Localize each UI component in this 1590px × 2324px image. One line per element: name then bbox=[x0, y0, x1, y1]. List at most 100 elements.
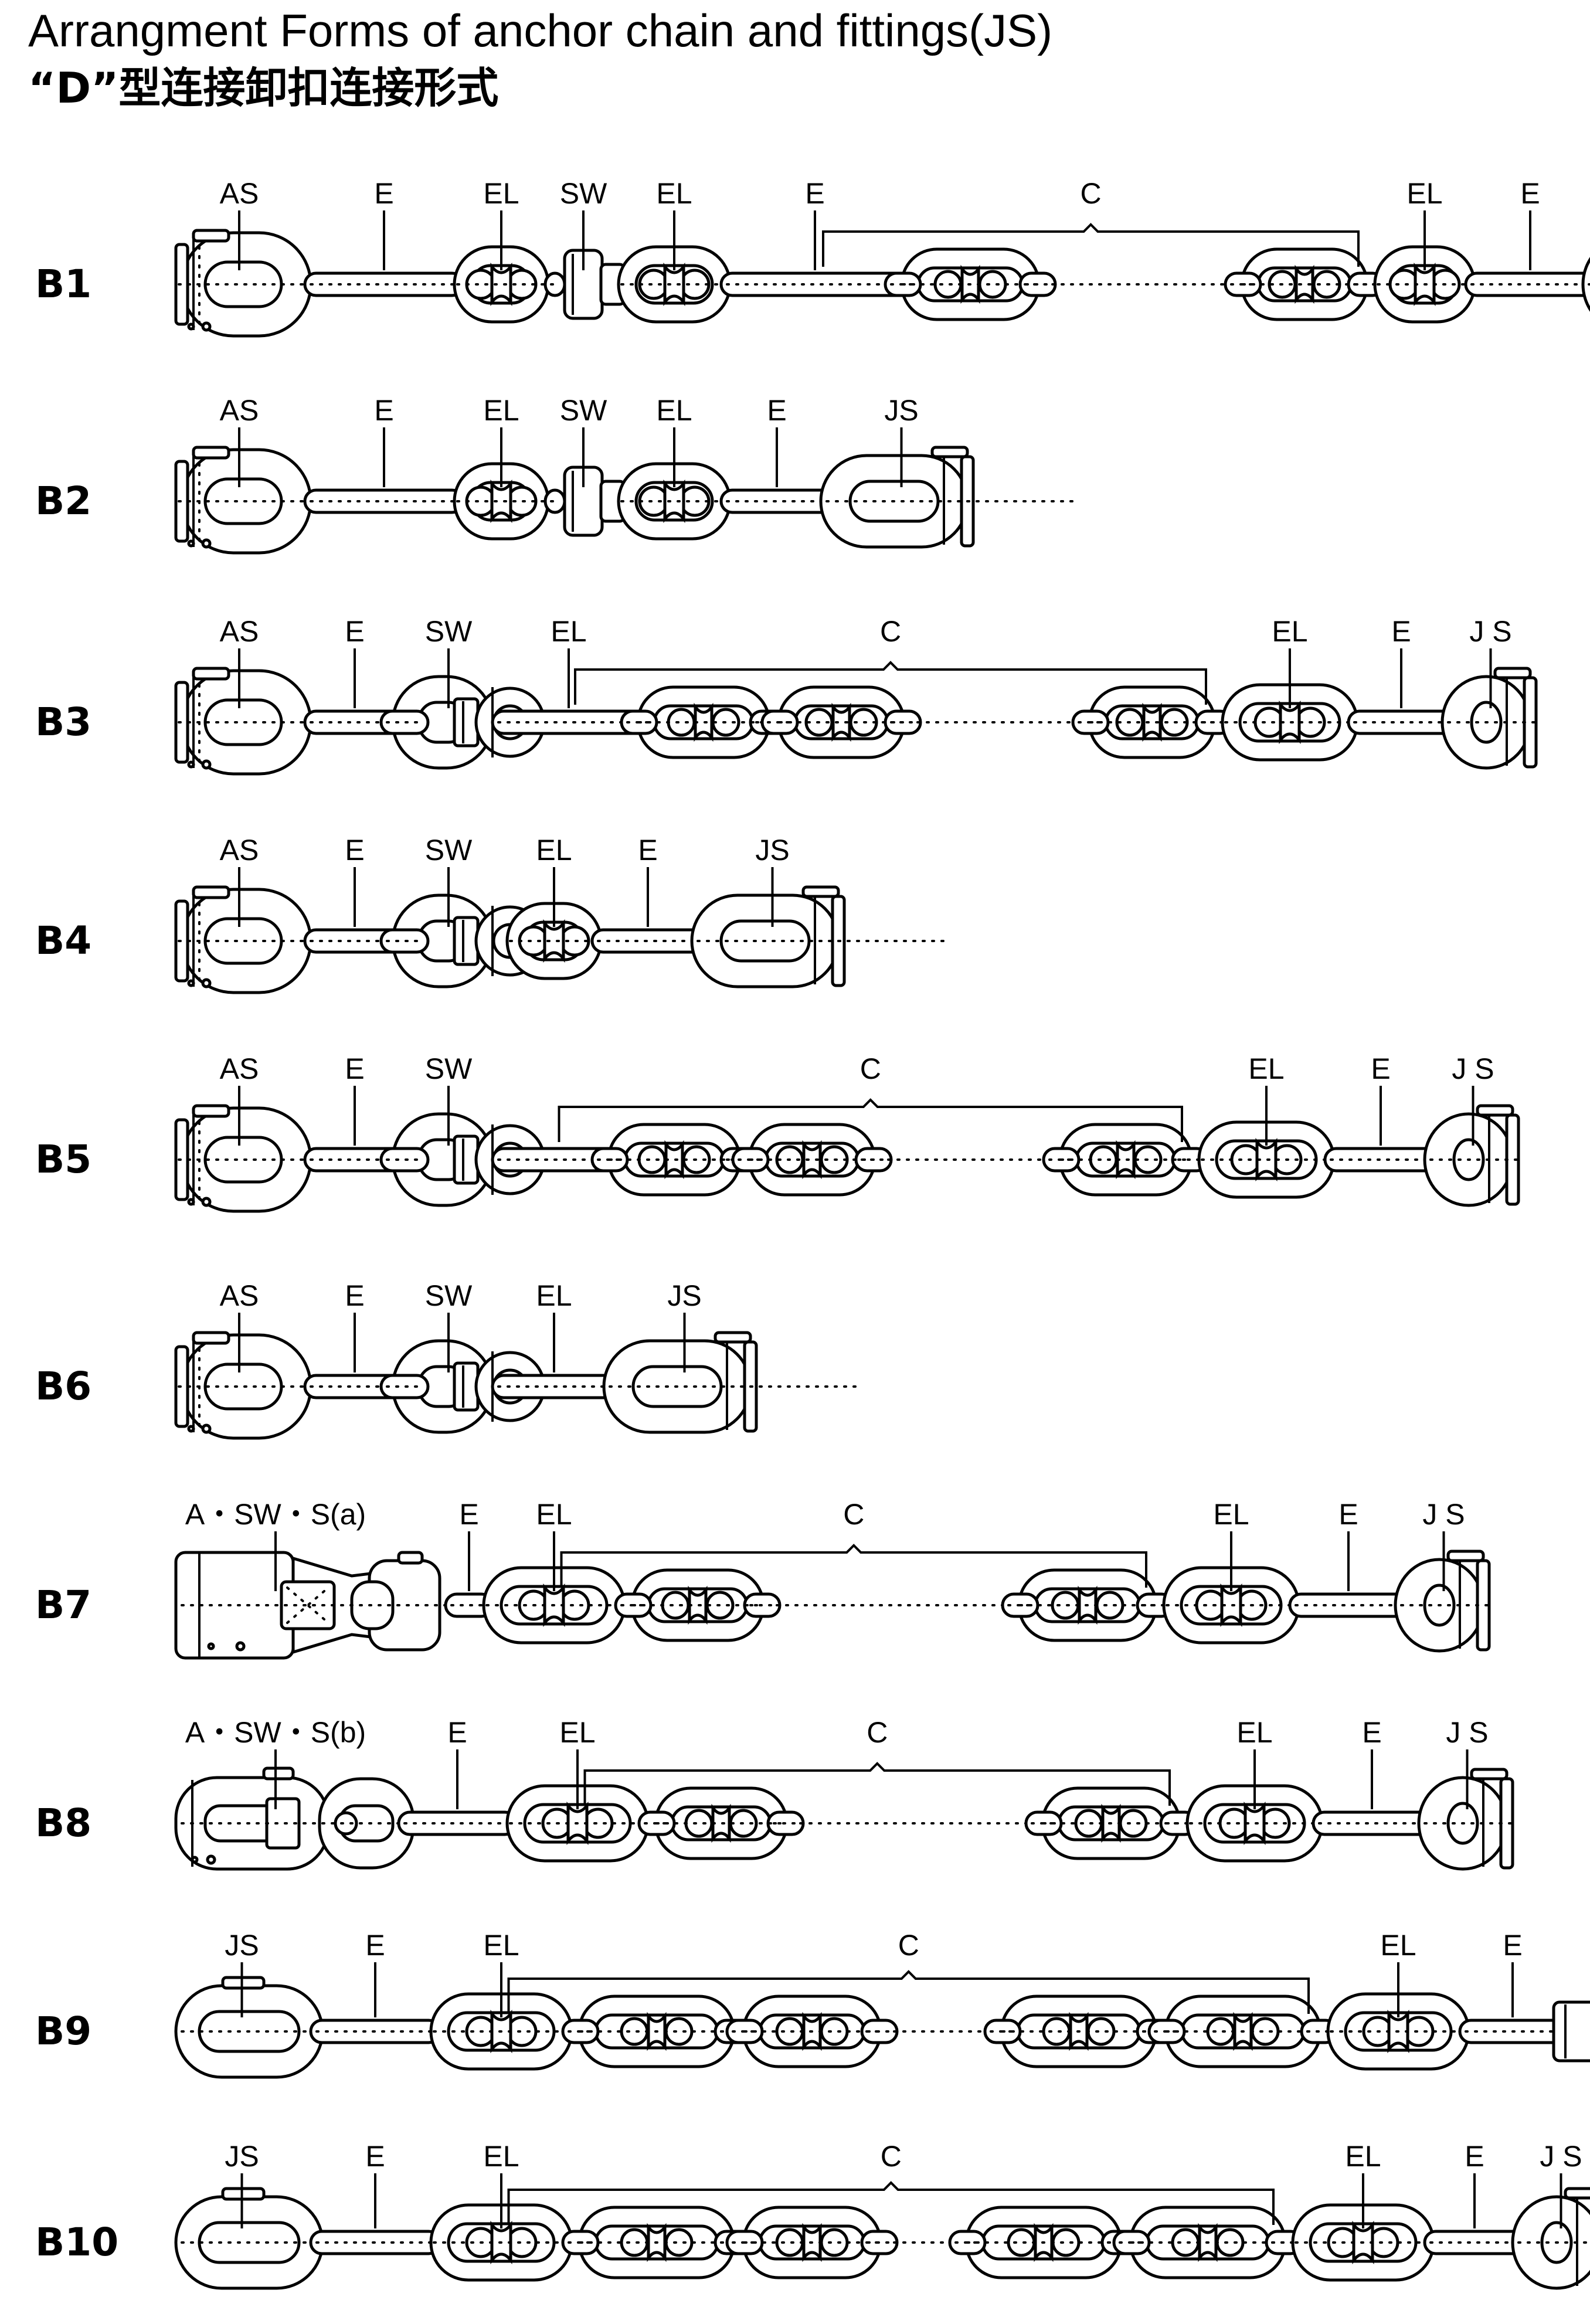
part-label: EL bbox=[1248, 1052, 1284, 1085]
part-e bbox=[309, 2230, 441, 2255]
part-label: EL bbox=[536, 834, 572, 867]
common-link-bracket bbox=[560, 1544, 1147, 1588]
bracket-label: C bbox=[881, 2140, 902, 2173]
part-label: SW bbox=[425, 1279, 473, 1312]
part-label: EL bbox=[1345, 2140, 1381, 2173]
part-label: EL bbox=[1406, 177, 1442, 210]
bracket-label: C bbox=[880, 615, 901, 648]
part-label: E bbox=[447, 1716, 467, 1749]
part-el bbox=[617, 245, 732, 324]
part-js bbox=[1511, 2187, 1590, 2290]
part-label: J S bbox=[1469, 615, 1511, 648]
part-label: A・SW・S(a) bbox=[185, 1498, 366, 1531]
part-label: JS bbox=[225, 1929, 259, 1962]
row-label: B9 bbox=[35, 2009, 91, 2054]
part-label: EL bbox=[483, 1929, 519, 1962]
part-label: J S bbox=[1540, 2140, 1582, 2173]
bracket-label: C bbox=[860, 1052, 881, 1085]
part-end bbox=[1552, 2000, 1590, 2063]
part-label: EL bbox=[1380, 1929, 1416, 1962]
part-label: AS bbox=[220, 615, 259, 648]
part-sws bbox=[543, 466, 626, 537]
part-js bbox=[602, 1331, 758, 1434]
row-label: B2 bbox=[35, 478, 91, 524]
part-el bbox=[1162, 1566, 1300, 1645]
common-link-bracket bbox=[507, 1970, 1310, 2014]
part-e bbox=[303, 271, 465, 297]
part-label: E bbox=[374, 394, 393, 427]
part-label: SW bbox=[425, 1052, 473, 1085]
part-e bbox=[1312, 1810, 1432, 1836]
part-as bbox=[174, 446, 312, 555]
part-el bbox=[429, 1992, 573, 2071]
part-cl bbox=[1112, 2206, 1303, 2279]
part-label: E bbox=[1391, 615, 1411, 648]
part-js bbox=[819, 446, 975, 549]
part-label: AS bbox=[220, 394, 259, 427]
part-label: E bbox=[365, 2140, 385, 2173]
bracket-label: C bbox=[843, 1498, 864, 1531]
row-label: B7 bbox=[35, 1582, 91, 1628]
part-label: EL bbox=[1213, 1498, 1249, 1531]
part-sw bbox=[379, 893, 546, 988]
part-label: E bbox=[805, 177, 824, 210]
part-e bbox=[303, 488, 465, 514]
part-cl bbox=[725, 1995, 899, 2068]
part-label: E bbox=[345, 1279, 364, 1312]
part-label: E bbox=[365, 1929, 385, 1962]
part-cl bbox=[948, 2206, 1139, 2279]
part-label: EL bbox=[551, 615, 586, 648]
part-label: SW bbox=[425, 834, 473, 867]
part-as bbox=[174, 667, 312, 776]
part-label: AS bbox=[220, 1279, 259, 1312]
common-link-bracket bbox=[583, 1762, 1171, 1806]
part-label: EL bbox=[536, 1279, 572, 1312]
part-label: EL bbox=[536, 1498, 572, 1531]
part-jsl bbox=[174, 1976, 324, 2079]
part-label: JS bbox=[755, 834, 789, 867]
part-label: EL bbox=[656, 177, 692, 210]
part-e bbox=[309, 2019, 441, 2044]
part-as bbox=[174, 1104, 312, 1213]
part-label: EL bbox=[483, 2140, 519, 2173]
part-e bbox=[1458, 2019, 1567, 2044]
row-label: B6 bbox=[35, 1364, 91, 1409]
common-link-bracket bbox=[507, 2181, 1275, 2225]
bracket-label: C bbox=[1080, 177, 1101, 210]
part-label: EL bbox=[656, 394, 692, 427]
part-label: SW bbox=[425, 615, 473, 648]
part-cl bbox=[614, 1568, 782, 1642]
part-cl bbox=[1224, 247, 1385, 321]
part-label: J S bbox=[1446, 1716, 1488, 1749]
part-js bbox=[690, 885, 846, 988]
bracket-label: C bbox=[867, 1716, 888, 1749]
part-label: E bbox=[1503, 1929, 1522, 1962]
part-el bbox=[1373, 245, 1476, 324]
part-sws bbox=[543, 249, 626, 320]
part-el bbox=[1185, 1784, 1324, 1863]
part-as bbox=[174, 1331, 312, 1440]
part-label: AS bbox=[220, 1052, 259, 1085]
part-label: E bbox=[345, 615, 364, 648]
part-label: J S bbox=[1422, 1498, 1465, 1531]
row-label: B8 bbox=[35, 1800, 91, 1846]
part-el bbox=[1221, 683, 1359, 762]
common-link-bracket bbox=[558, 1098, 1183, 1142]
common-link-bracket bbox=[574, 661, 1207, 705]
part-label: EL bbox=[483, 177, 519, 210]
part-cl bbox=[1001, 1568, 1174, 1642]
part-cl bbox=[561, 1995, 752, 2068]
part-el bbox=[453, 245, 550, 324]
part-e bbox=[1347, 709, 1456, 735]
row-label: B1 bbox=[35, 261, 91, 307]
page-title: Arrangment Forms of anchor chain and fit… bbox=[28, 5, 1053, 56]
part-cl bbox=[561, 2206, 752, 2279]
part-label: EL bbox=[483, 394, 519, 427]
